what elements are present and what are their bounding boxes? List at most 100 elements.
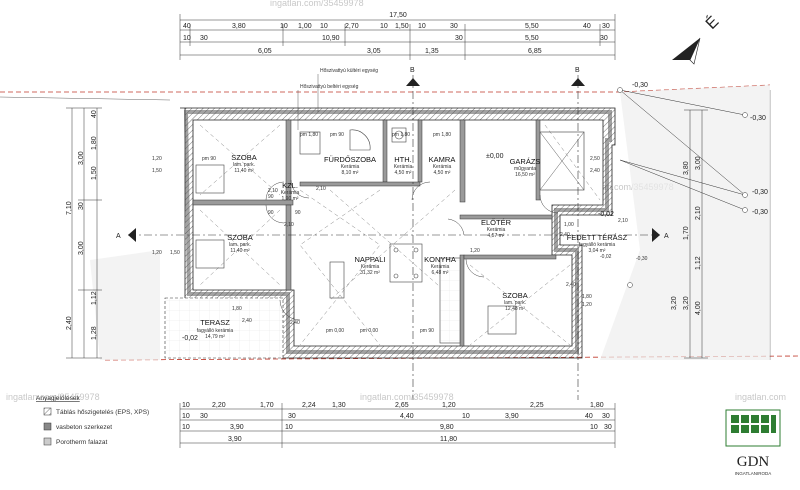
- inner-dim: 1,20: [470, 248, 480, 254]
- inner-dim: 2,40: [290, 320, 300, 326]
- garage-car: [539, 131, 585, 191]
- dim-label: 30: [602, 23, 610, 30]
- inner-dim: -0,30: [636, 256, 648, 262]
- dim-label: 2,10: [695, 206, 702, 220]
- room-area: 12,48 m²: [505, 306, 525, 312]
- dim-label: 1,00: [298, 23, 312, 30]
- dim-label: 10: [182, 402, 190, 409]
- room-area: 8,10 m²: [342, 170, 359, 176]
- room-szoba-3: SZOBA lam. park. 12,48 m²: [502, 291, 527, 312]
- dim-label: 1,30: [332, 402, 346, 409]
- dim-label: 1,70: [683, 226, 690, 240]
- room-name: KZL.: [282, 181, 298, 190]
- inner-dim: 2,10: [284, 222, 294, 228]
- room-area: 1,90 m²: [282, 196, 299, 202]
- legend-title: Anyagjelölések: [36, 395, 80, 402]
- room-konyha: KONYHA Kerámia 6,48 m²: [424, 255, 456, 276]
- dim-label: 10: [462, 413, 470, 420]
- room-eloter: ELŐTÉR Kerámia 4,57 m²: [481, 218, 512, 239]
- inner-dim: 2,40: [560, 232, 570, 238]
- inner-dim: 1,20: [582, 302, 592, 308]
- room-floor: műgyanta: [514, 166, 536, 172]
- dim-label: 10: [320, 23, 328, 30]
- dim-label: 10,90: [322, 35, 340, 42]
- dim-label: 1,12: [695, 256, 702, 270]
- room-floor: Kerámia: [487, 227, 506, 233]
- pm-label: pm 1,80: [433, 132, 451, 138]
- dimension-labels-right: -0,30 -0,30 -0,30 -0,30 3,00 3,80 2,10 1…: [632, 82, 768, 315]
- dim-label: -0,30: [750, 115, 766, 122]
- room-floor: lam. park.: [504, 300, 526, 306]
- dim-label: 1,12: [91, 291, 98, 305]
- room-floor: Kerámia: [341, 164, 360, 170]
- pm-label: pm 0,00: [326, 328, 344, 334]
- room-name: FEDETT TÉRÁSZ: [567, 233, 628, 242]
- section-b-right-top: B: [575, 67, 580, 74]
- inner-dim: 1,20: [152, 156, 162, 162]
- watermark: ingatlan.com/35459978: [360, 392, 454, 402]
- dim-label: 10: [418, 23, 426, 30]
- inner-dim: 1,00: [564, 222, 574, 228]
- dim-label: 1,70: [260, 402, 274, 409]
- room-name: TERASZ: [200, 318, 230, 327]
- dim-label: 1,80: [91, 136, 98, 150]
- dim-label: 10: [285, 424, 293, 431]
- dim-label: 3,00: [78, 241, 85, 255]
- section-b-top: B: [410, 67, 415, 74]
- dim-label: 2,25: [530, 402, 544, 409]
- inner-dim: 90: [295, 210, 301, 216]
- inner-dim: 1,80: [582, 294, 592, 300]
- dim-label: 11,80: [440, 436, 457, 443]
- inner-dim: 1,50: [152, 168, 162, 174]
- dim-label: 3,20: [671, 296, 678, 310]
- legend-item-label: vasbeton szerkezet: [56, 424, 112, 431]
- room-labels: SZOBA lam. park. 11,40 m² FÜRDŐSZOBA Ker…: [197, 153, 628, 340]
- legend-item-label: Táblás hőszigetelés (EPS, XPS): [56, 409, 149, 416]
- level-markers: [617, 87, 748, 288]
- terrace: [164, 297, 284, 359]
- north-arrow: É: [672, 12, 722, 65]
- dim-label: 10: [380, 23, 388, 30]
- dim-label: 1,50: [395, 23, 409, 30]
- room-name: NAPPALI: [354, 255, 385, 264]
- dim-label: 1,20: [442, 402, 456, 409]
- logo-subtext: INGATLANIRODA: [735, 471, 771, 476]
- logo-text: GDN: [737, 454, 770, 470]
- inner-unit-label: Hőszivattyú beltéri egység: [300, 84, 359, 90]
- dimension-labels-top: 17,50 40 3,80 10 1,00 10 2,70 10 1,50 10…: [183, 12, 610, 55]
- dim-label: 17,50: [389, 12, 407, 19]
- inner-dim: 90: [268, 210, 274, 216]
- dim-label: 3,90: [228, 436, 242, 443]
- dim-label: 4,00: [695, 301, 702, 315]
- inner-dim: 2,40: [566, 282, 576, 288]
- dim-label: 5,50: [525, 35, 539, 42]
- pm-label: pm 90: [420, 328, 434, 334]
- pm-label: pm 0,00: [360, 328, 378, 334]
- inner-dim: 2,10: [316, 186, 326, 192]
- dim-label: 3,00: [78, 151, 85, 165]
- dim-label: 10: [183, 35, 191, 42]
- dim-label: 30: [600, 35, 608, 42]
- inner-dim: 1,50: [170, 250, 180, 256]
- room-area: 31,32 m²: [360, 270, 380, 276]
- inner-dim: 2,10: [268, 188, 278, 194]
- room-name: ELŐTÉR: [481, 218, 512, 227]
- room-floor: Kerámia: [431, 264, 450, 270]
- legend-item-label: Porotherm falazat: [56, 439, 107, 446]
- dim-label: 1,80: [590, 402, 604, 409]
- section-a-left: A: [116, 233, 121, 240]
- watermark: ingatlan.com/35459978: [6, 392, 100, 402]
- outer-unit-label: Hőszivattyú kültéri egység: [320, 68, 378, 74]
- dim-label: 1,35: [425, 48, 439, 55]
- dim-label: 30: [78, 202, 85, 210]
- dim-label: 3,80: [232, 23, 246, 30]
- dim-label: 10: [590, 424, 598, 431]
- dim-label: 1,28: [91, 326, 98, 340]
- room-area: 16,50 m²: [515, 172, 535, 178]
- dim-label: 40: [583, 23, 591, 30]
- dim-label: 3,90: [230, 424, 244, 431]
- room-floor: lam. park.: [233, 162, 255, 168]
- dim-label: 2,65: [395, 402, 409, 409]
- dim-label: 10: [182, 424, 190, 431]
